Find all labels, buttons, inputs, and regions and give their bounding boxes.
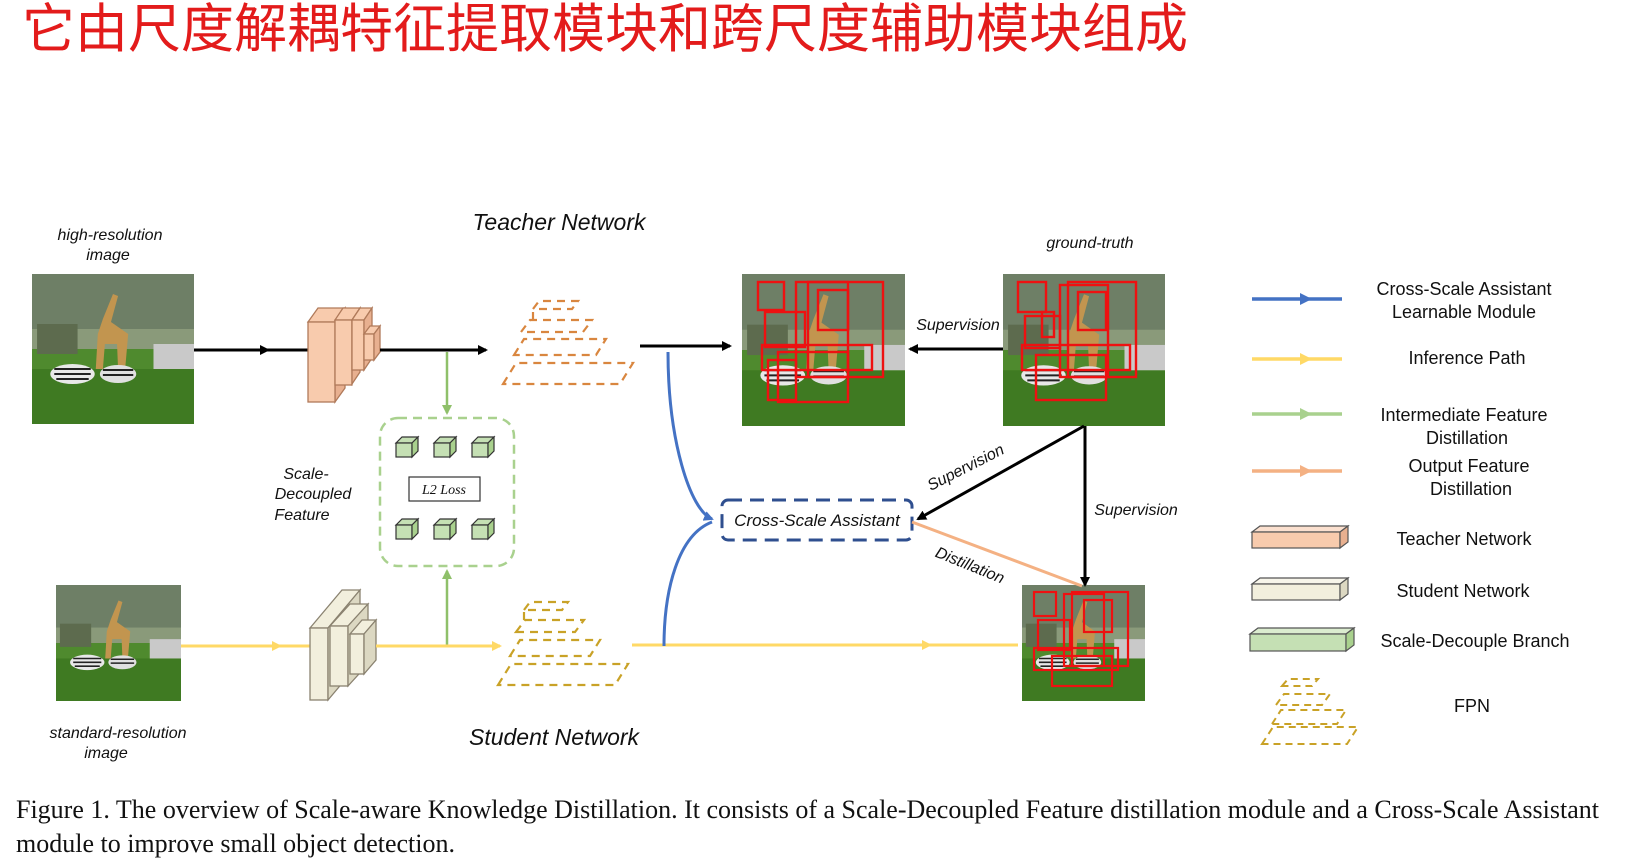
std-res-label-line1: standard-resolution xyxy=(50,725,187,742)
ground-truth-image xyxy=(1003,274,1165,426)
ground-truth-label: ground-truth xyxy=(1046,235,1133,252)
slide-title: 它由尺度解耦特征提取模块和跨尺度辅助模块组成 xyxy=(22,0,1188,60)
l2-loss-box xyxy=(408,476,481,502)
legend-output-feature-line1: Output Feature xyxy=(1408,456,1529,476)
scale-decoupled-feature-box xyxy=(378,416,516,568)
teacher-to-csa-curve xyxy=(666,351,714,521)
legend-teacher-network-swatch xyxy=(1250,524,1350,550)
legend-teacher-network-label: Teacher Network xyxy=(1396,529,1532,549)
cross-scale-assistant-label: Cross-Scale Assistant xyxy=(734,511,901,530)
legend-output-feature-line2: Distillation xyxy=(1430,479,1512,499)
legend-inference-path-arrowhead xyxy=(1300,353,1312,365)
supervision-top-label: Supervision xyxy=(916,317,1000,334)
legend-scale-decouple-branch-label: Scale-Decouple Branch xyxy=(1380,631,1569,651)
distillation-label: Distillation xyxy=(933,544,1007,587)
high-res-label-line2: image xyxy=(86,247,130,264)
student-fpn xyxy=(496,600,630,687)
student-backbone xyxy=(308,588,378,702)
legend-intermediate-feature-arrowhead xyxy=(1300,408,1312,420)
figure-caption: Figure 1. The overview of Scale-aware Kn… xyxy=(16,795,1599,858)
legend-output-feature-arrowhead xyxy=(1300,465,1312,477)
ground-truth-boxes xyxy=(1016,280,1138,402)
std-res-label-line2: image xyxy=(84,745,128,762)
legend-intermediate-feature-line2: Distillation xyxy=(1426,428,1508,448)
teacher-prediction-boxes xyxy=(756,280,885,404)
legend-fpn-icon xyxy=(1260,678,1360,745)
teacher-backbone xyxy=(306,305,382,405)
legend-intermediate-feature-line1: Intermediate Feature xyxy=(1380,405,1547,425)
teacher-fpn xyxy=(501,299,635,386)
legend: Cross-Scale Assistant Learnable Module I… xyxy=(1248,279,1570,745)
supervision-diag-label: Supervision xyxy=(925,441,1007,494)
legend-cross-scale-assistant-line1: Cross-Scale Assistant xyxy=(1376,279,1551,299)
teacher-prediction-image xyxy=(742,274,905,426)
l2-loss-label: L2 Loss xyxy=(421,483,467,498)
supervision-right-label: Supervision xyxy=(1094,502,1178,519)
legend-fpn-label: FPN xyxy=(1454,696,1490,716)
cross-scale-assistant-box xyxy=(720,498,914,542)
legend-inference-path-label: Inference Path xyxy=(1408,348,1525,368)
csa-to-student-distillation-line xyxy=(911,520,1083,588)
student-prediction-boxes xyxy=(1032,590,1130,688)
teacher-decoupled-cubes xyxy=(394,435,496,459)
sdf-label-line3: Feature xyxy=(274,507,329,524)
sdf-label-line1: Scale- xyxy=(283,466,328,483)
legend-student-network-swatch xyxy=(1250,576,1350,602)
legend-cross-scale-assistant-arrowhead xyxy=(1300,293,1312,305)
legend-scale-decouple-branch-swatch xyxy=(1248,626,1356,653)
student-network-title: Student Network xyxy=(469,724,641,750)
legend-student-network-label: Student Network xyxy=(1396,581,1530,601)
teacher-network-title: Teacher Network xyxy=(472,209,647,235)
legend-cross-scale-assistant-line2: Learnable Module xyxy=(1392,302,1536,322)
student-to-csa-curve xyxy=(662,520,713,647)
high-res-label-line1: high-resolution xyxy=(58,227,163,244)
standard-resolution-image xyxy=(56,585,181,701)
gt-to-csa-supervision-arrow xyxy=(916,424,1085,521)
student-decoupled-cubes xyxy=(394,517,496,541)
high-resolution-image xyxy=(32,274,194,424)
sdf-label-line2: Decoupled xyxy=(275,486,353,503)
